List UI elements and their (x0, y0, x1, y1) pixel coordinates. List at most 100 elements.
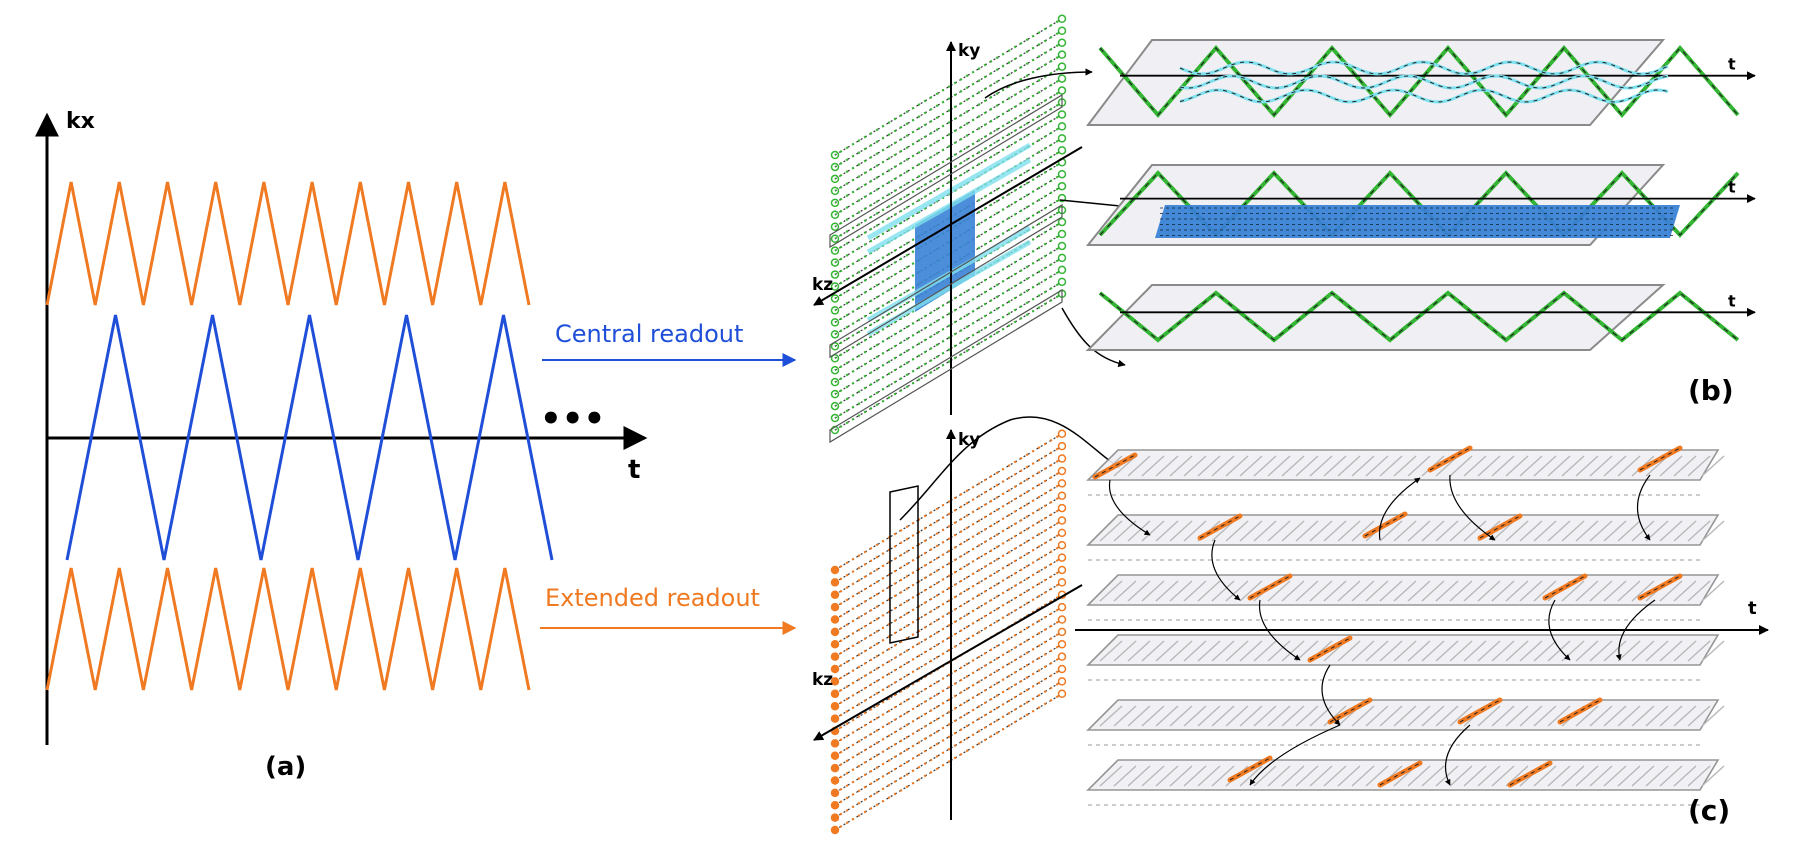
plane-c-hatch (1337, 455, 1361, 477)
kspace-sample-dots (834, 29, 1063, 168)
plane-c-hatch (1267, 765, 1291, 787)
plane-c-hatch (1113, 705, 1137, 727)
kspace-sample-line (834, 30, 1063, 168)
kspace-line-end-marker (1057, 14, 1067, 24)
plane-c-hatch (1435, 640, 1459, 662)
kspace-sample-dots (834, 292, 1063, 431)
orange-trajectory-segment (1557, 697, 1603, 725)
plane-c-hatch (1141, 455, 1165, 477)
kspace-sample-line (834, 233, 1063, 371)
panel-a: kx t ••• (a) (35, 109, 648, 782)
plane-c-hatch (1421, 520, 1445, 542)
kspace-line-start-marker (830, 751, 840, 760)
ky-label-c: ky (958, 430, 980, 450)
kspace-line-start-marker (830, 413, 840, 423)
kspace-line-end-marker (1057, 169, 1067, 179)
kspace-line-start-marker (830, 330, 840, 339)
kspace-b-dense-center (866, 142, 1032, 337)
kz-axis-c (813, 584, 1083, 741)
plane-c-hatch (1169, 765, 1193, 787)
trajectory-dashes (1179, 75, 1669, 89)
orange-trajectory-segment (1637, 573, 1683, 601)
planes-b: ttt (1085, 39, 1756, 351)
trajectory-dashes (1179, 61, 1669, 75)
kspace-line-end-marker (1057, 181, 1067, 191)
plane-c-hatch (1155, 580, 1179, 602)
plane-c-hatch (1197, 705, 1221, 727)
plane-c-hatch (1589, 580, 1613, 602)
plane-c-hatch (1225, 580, 1249, 602)
plane-c-hatch (1617, 765, 1641, 787)
kspace-sample-line (834, 569, 1063, 707)
plane-c-hatch (1659, 765, 1683, 787)
plane-c-hatch (1617, 455, 1641, 477)
plane-c-hatch (1449, 705, 1473, 727)
kz-axis-b (813, 146, 1083, 306)
cyan-line-band (866, 157, 1032, 255)
plane-c-hatch (1603, 705, 1627, 727)
plane-c-hatch (1547, 455, 1571, 477)
plane-c-hatch (1281, 520, 1305, 542)
plane-c-hatch (1435, 580, 1459, 602)
plane-c-hatch (1295, 765, 1319, 787)
plane-c-hatch (1351, 520, 1375, 542)
kspace-sample-line (834, 532, 1063, 670)
plane-c-hatch (1393, 520, 1417, 542)
plane-c-hatch (1407, 705, 1431, 727)
kspace-line-end-marker (1057, 516, 1067, 525)
plane-c-hatch (1281, 640, 1305, 662)
connector-arrow-bottom (1061, 307, 1126, 368)
kspace-line-start-marker (830, 701, 840, 711)
kspace-sample-dots (834, 581, 1063, 720)
plane-c-hatch (1407, 640, 1431, 662)
kspace-sample-dots (834, 233, 1063, 372)
plane-c-hatch (1127, 640, 1151, 662)
plane-c-hatch (1113, 455, 1137, 477)
kspace-sample-line (834, 18, 1063, 156)
plane-c-hatch (1491, 580, 1515, 602)
plane-c-hatch (1239, 580, 1263, 602)
plane-c-hatch (1547, 640, 1571, 662)
plane-c-hatch (1603, 520, 1627, 542)
plane-c-hatch (1603, 580, 1627, 602)
plane-c-hatch (1449, 640, 1473, 662)
kspace-sample-line (834, 269, 1063, 407)
kspace-line-end-marker (1057, 615, 1067, 624)
kspace-sample-line (834, 668, 1063, 806)
ky-label-b: ky (958, 41, 980, 61)
plane-c-hatch (1561, 580, 1585, 602)
plane-c-hatch (1575, 705, 1599, 727)
layer-jump-arrow (1449, 474, 1496, 541)
layer-jump-arrow (1378, 477, 1421, 541)
kspace-sample-dots (834, 519, 1063, 658)
plane-c-hatch (1491, 455, 1515, 477)
kspace-sample-dots (834, 556, 1063, 695)
plane-c-hatch (1365, 705, 1389, 727)
plane-c-hatch (1351, 640, 1375, 662)
plane-c-hatch (1127, 455, 1151, 477)
kspace-line-end-marker (1057, 134, 1067, 143)
kspace-sample-dots (834, 256, 1063, 396)
kz-label-b: kz (812, 275, 833, 295)
plane-c-hatch (1631, 520, 1655, 542)
plane-c-hatch (1253, 705, 1277, 727)
plane-c-hatch (1463, 455, 1487, 477)
kspace-sample-dots (834, 531, 1063, 670)
plane-c-hatch (1505, 520, 1529, 542)
kspace-line-start-marker (830, 578, 840, 587)
plane-c-hatch (1267, 520, 1291, 542)
plane-c-hatch (1533, 640, 1557, 662)
orange-trajectory-segment (1507, 760, 1553, 788)
plane-c-hatch (1561, 765, 1585, 787)
plane-c-hatch (1533, 455, 1557, 477)
plane-c-hatch (1337, 765, 1361, 787)
plane-c-hatch (1169, 520, 1193, 542)
t-label-b: t (1728, 178, 1736, 197)
kspace-line-end-marker (1057, 540, 1067, 550)
plane-c-hatch (1659, 580, 1683, 602)
plane-c-hatch (1337, 640, 1361, 662)
plane-c-hatch (1547, 520, 1571, 542)
plane-c-hatch (1113, 640, 1137, 662)
layer-jump-arrow (1637, 474, 1651, 541)
plane-c-hatch (1673, 455, 1697, 477)
